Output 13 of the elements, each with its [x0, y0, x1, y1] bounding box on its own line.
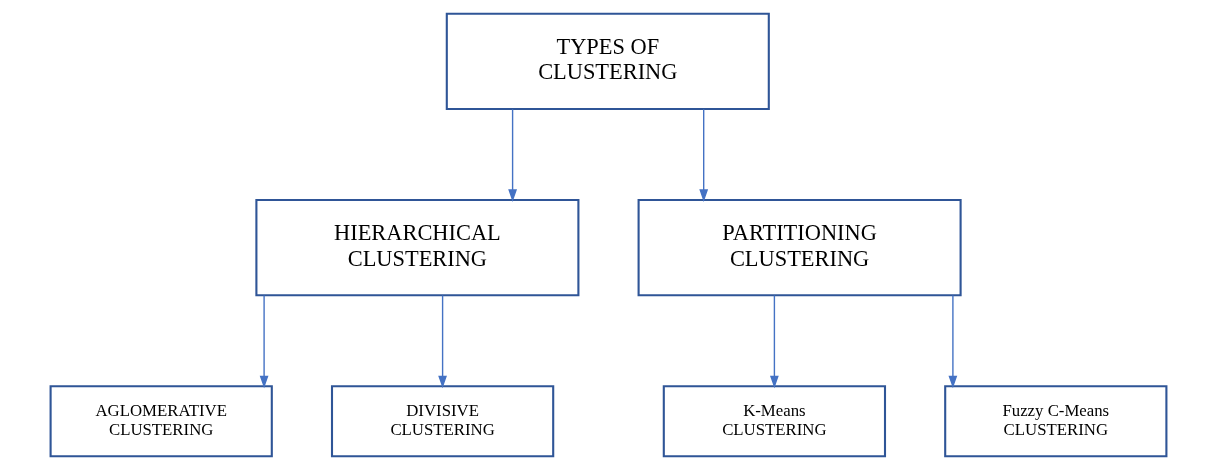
arrow	[508, 108, 517, 202]
arrow	[438, 294, 447, 389]
node-box: TYPES OF CLUSTERING	[445, 12, 770, 111]
arrow	[259, 294, 269, 389]
node-box: K-Means CLUSTERING	[662, 385, 887, 458]
node-box: HIERARCHICAL CLUSTERING	[255, 198, 580, 297]
node-box: Fuzzy C-Means CLUSTERING	[944, 385, 1168, 458]
arrow	[770, 294, 779, 389]
node-box: PARTITIONING CLUSTERING	[637, 198, 962, 297]
arrow	[699, 108, 709, 202]
node-box: DIVISIVE CLUSTERING	[330, 385, 555, 458]
arrow	[948, 294, 958, 389]
node-box: AGLOMERATIVE CLUSTERING	[49, 385, 273, 458]
